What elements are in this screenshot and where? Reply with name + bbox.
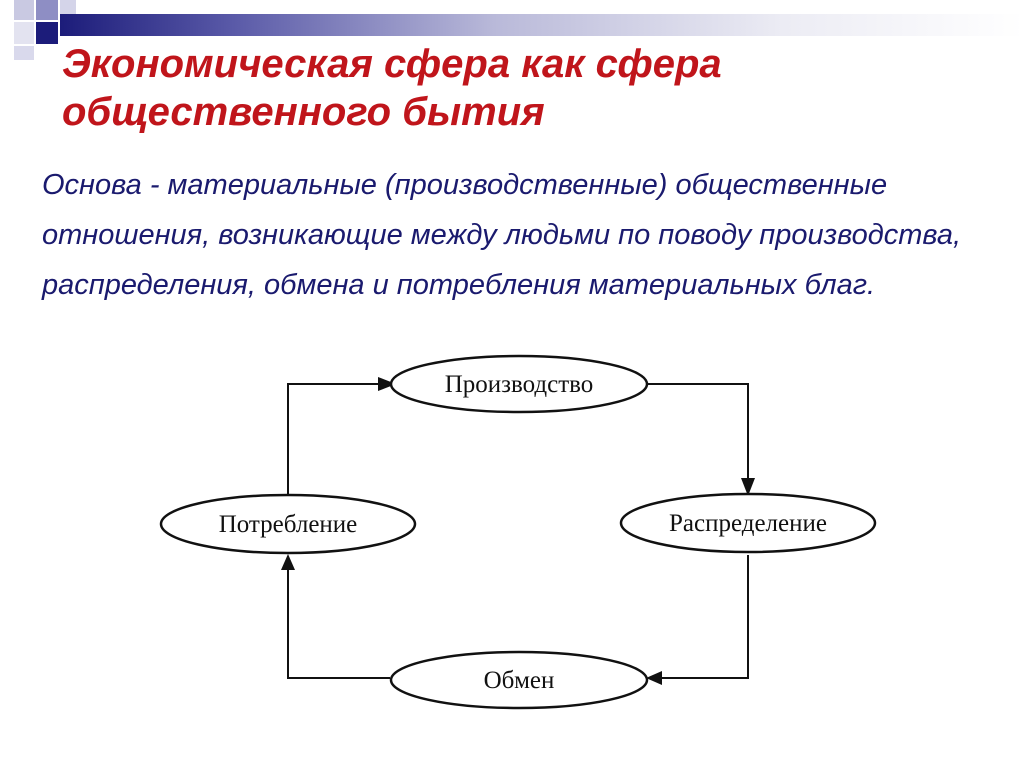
slide-title: Экономическая сфера как сфера общественн… [62,42,722,134]
edge-exchange-consumption [287,570,390,679]
node-consumption [159,493,417,555]
corner-square [36,22,58,44]
corner-square [14,46,34,60]
arrowhead-to-exchange [646,671,662,685]
header-gradient-bar [60,14,1024,36]
arrowhead-to-distribution [741,478,755,496]
node-production [389,354,649,414]
edge-distribution-exchange [662,555,749,679]
node-label-consumption: Потребление [219,511,358,538]
edge-production-distribution [648,383,749,478]
corner-square [60,0,76,14]
corner-square [14,0,34,20]
corner-decoration [0,0,80,60]
node-label-distribution: Распределение [669,510,827,537]
slide-body-text: Основа - материальные (производственные)… [42,169,962,301]
arrowhead-to-consumption [281,554,295,570]
node-label-production: Производство [445,371,594,398]
node-distribution [619,492,877,554]
node-exchange [389,650,649,710]
corner-square [14,22,34,44]
arrowhead-to-production [378,377,396,391]
corner-square [36,0,58,20]
node-label-exchange: Обмен [484,667,555,694]
edge-consumption-production [287,383,378,495]
